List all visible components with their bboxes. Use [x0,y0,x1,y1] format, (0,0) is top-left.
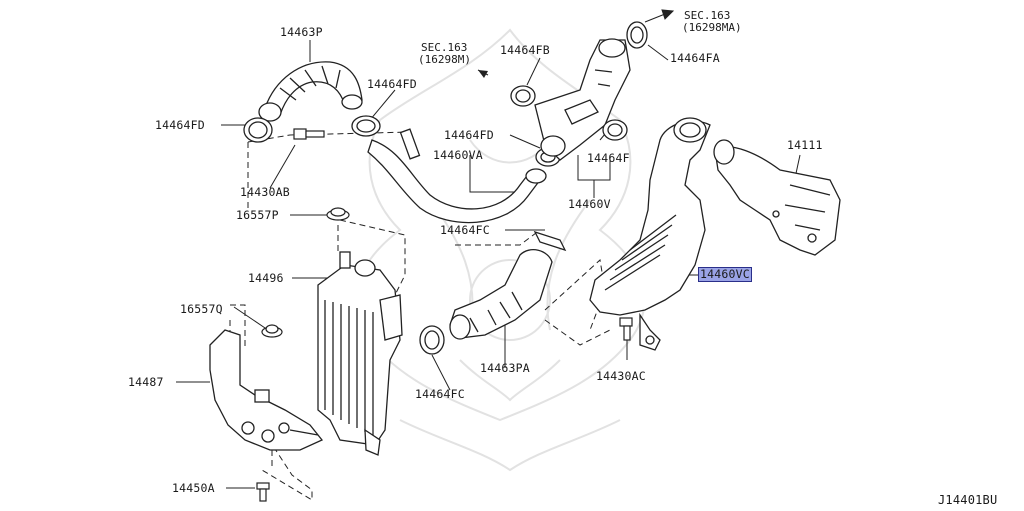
label-14450A: 14450A [172,481,215,495]
sec-ref-right-line1: SEC.163 [684,9,731,22]
label-14464FC-bottom: 14464FC [415,387,465,401]
label-14463PA: 14463PA [480,361,530,375]
clamp-14464FC-bottom [419,325,445,355]
label-14496: 14496 [248,271,284,285]
bolt-14430AB [293,128,325,140]
dashed-leaders [229,131,611,501]
clamp-14464FD-left [243,117,273,143]
pipe-14460VA [367,128,547,224]
label-14487: 14487 [128,375,164,389]
label-14464FC-mid: 14464FC [440,223,490,237]
clamp-14464FB [510,85,536,107]
label-14464F: 14464F [587,151,630,165]
arrow-right-sec163 [644,9,675,23]
hose-14463P [258,61,363,122]
diagram-code: J14401BU [938,493,998,507]
clamp-14464FA [626,21,648,49]
label-14460VC[interactable]: 14460VC [698,267,752,282]
label-16557Q: 16557Q [180,302,223,316]
label-14460VA: 14460VA [433,148,483,162]
grommet-16557Q [261,324,283,338]
label-14430AB: 14430AB [240,185,290,199]
clamp-14464FC-mid [533,230,567,252]
label-14464FD-top: 14464FD [367,77,417,91]
clamp-14464FD-top [351,115,381,137]
label-14464FA: 14464FA [670,51,720,65]
label-14464FD-mid: 14464FD [444,128,494,142]
intercooler-14496 [317,251,403,456]
bracket-14487 [209,329,324,451]
label-14430AC: 14430AC [596,369,646,383]
sec-ref-left-line1: SEC.163 [421,41,468,54]
label-14111: 14111 [787,138,823,152]
hose-14463PA [449,249,553,340]
label-14460V: 14460V [568,197,611,211]
sec-ref-left-line2: (16298M) [418,53,471,66]
label-14463P: 14463P [280,25,323,39]
sec-ref-right-line2: (16298MA) [682,21,742,34]
duct-14460VC [589,117,711,351]
label-14464FB: 14464FB [500,43,550,57]
bolt-14450A [256,482,270,502]
bolt-14430AC [619,317,633,341]
pipe-14460V [534,38,631,161]
label-14464FD-left: 14464FD [155,118,205,132]
label-16557P: 16557P [236,208,279,222]
arrow-left-sec163 [478,70,488,78]
clamp-14464F [602,119,628,141]
grommet-16557P [326,207,350,221]
manifold-14111 [713,139,841,256]
